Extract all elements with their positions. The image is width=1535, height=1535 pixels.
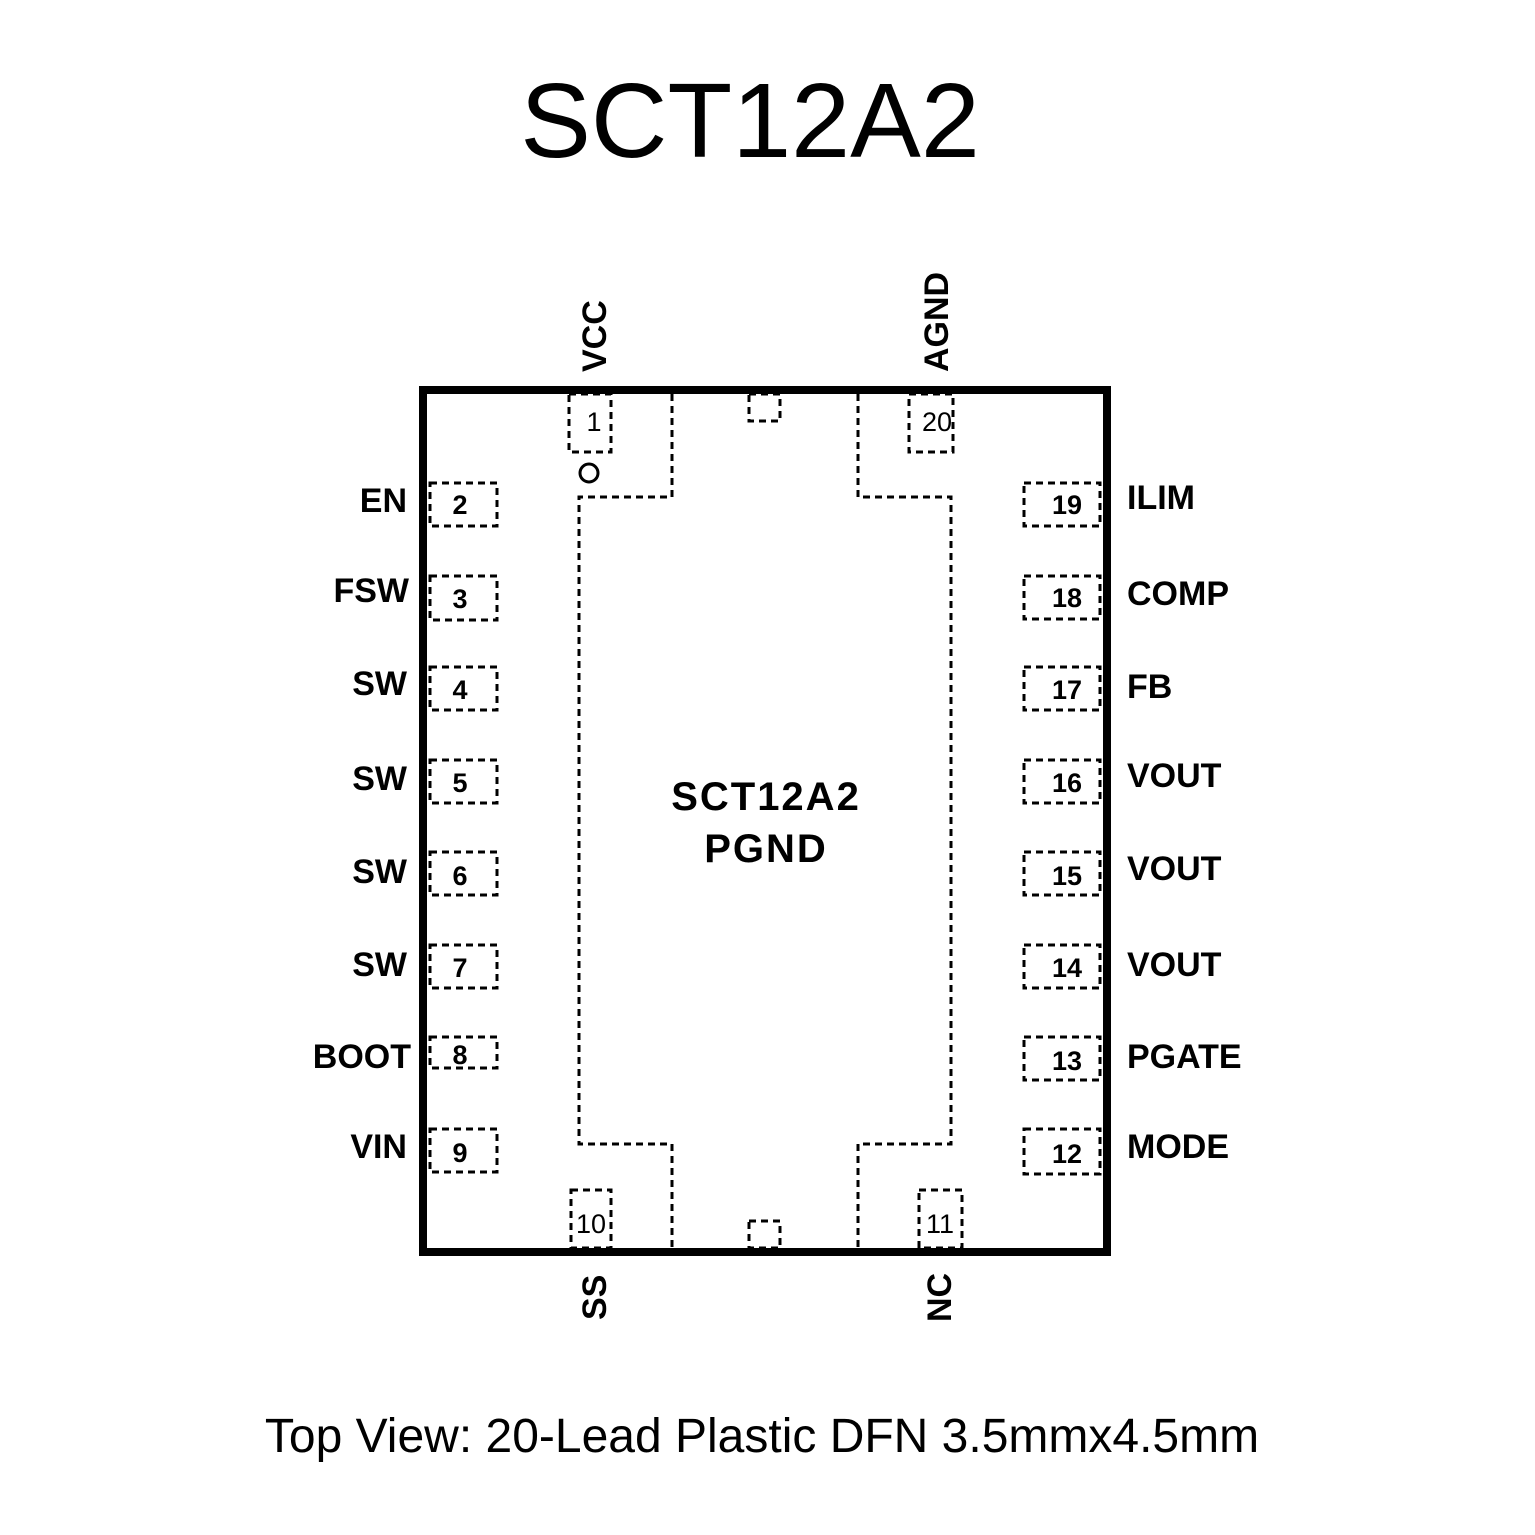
pad-20 [907, 392, 955, 454]
pad-4 [428, 665, 499, 712]
pin-number-13: 13 [1052, 1046, 1082, 1076]
pin-number-10: 10 [576, 1209, 606, 1239]
pin-number-15: 15 [1052, 861, 1082, 891]
pad-15 [1022, 850, 1102, 897]
pin-name-15: VOUT [1127, 850, 1222, 888]
pad-5 [428, 758, 499, 805]
pin-number-9: 9 [452, 1138, 467, 1168]
pin-name-11: NC [921, 1273, 959, 1322]
pin-number-18: 18 [1052, 583, 1082, 613]
pad-8 [428, 1035, 499, 1070]
pin-number-5: 5 [452, 768, 467, 798]
pad-19 [1022, 481, 1102, 528]
pin-name-7: SW [352, 946, 408, 984]
caption: Top View: 20-Lead Plastic DFN 3.5mmx4.5m… [265, 1410, 1259, 1463]
pin-name-12: MODE [1127, 1128, 1229, 1166]
pad-2 [428, 481, 499, 528]
pin-name-16: VOUT [1127, 757, 1222, 795]
pin-name-5: SW [352, 760, 408, 798]
pin-name-19: ILIM [1127, 479, 1195, 517]
pad-16 [1022, 758, 1102, 805]
pad-18 [1022, 574, 1102, 621]
pad-bottom-center [747, 1219, 782, 1250]
pad-9 [428, 1127, 499, 1174]
pin-name-18: COMP [1127, 575, 1229, 613]
pin-name-4: SW [352, 665, 408, 703]
chip-title: SCT12A2 [520, 62, 980, 180]
pad-12 [1022, 1127, 1102, 1176]
pin-name-10: SS [576, 1275, 614, 1320]
pad-14 [1022, 943, 1102, 990]
pad-13 [1022, 1035, 1102, 1082]
pin-name-2: EN [360, 482, 407, 520]
pin-name-9: VIN [350, 1128, 407, 1166]
pin-number-3: 3 [452, 584, 467, 614]
pad-11 [917, 1188, 964, 1250]
pin-name-14: VOUT [1127, 946, 1222, 984]
pad-3 [428, 574, 499, 622]
exposed-pad-label-2: PGND [704, 827, 828, 871]
pin-number-2: 2 [452, 490, 467, 520]
pin-number-6: 6 [452, 861, 467, 891]
exposed-pad-right-edge [856, 394, 953, 1248]
pin-number-8: 8 [452, 1040, 467, 1070]
pin-name-3: FSW [333, 572, 409, 610]
right-pins: 19 ILIM 18 COMP 17 FB 16 VOUT 15 VOUT 14… [1022, 479, 1242, 1176]
pin-number-7: 7 [452, 953, 467, 983]
exposed-pad-label-1: SCT12A2 [671, 775, 861, 819]
pin-number-4: 4 [452, 675, 467, 705]
pin-name-20: AGND [918, 272, 956, 372]
pin-number-19: 19 [1052, 490, 1082, 520]
pin-number-11: 11 [926, 1209, 954, 1239]
left-pins: 2 EN 3 FSW 4 SW 5 SW 6 SW 7 SW 8 BOOT 9 … [313, 481, 499, 1174]
pad-17 [1022, 665, 1102, 712]
pin-number-17: 17 [1052, 675, 1082, 705]
pad-7 [428, 943, 499, 990]
pad-top-center [747, 392, 782, 423]
pin-name-13: PGATE [1127, 1038, 1242, 1076]
pin-number-14: 14 [1052, 953, 1082, 983]
pin-number-20: 20 [922, 407, 952, 437]
pin-name-17: FB [1127, 668, 1172, 706]
pin-name-8: BOOT [313, 1038, 411, 1076]
pin-number-12: 12 [1052, 1139, 1082, 1169]
exposed-pad-left-edge [577, 394, 674, 1248]
pad-6 [428, 850, 499, 897]
pad-1 [567, 392, 613, 454]
pin-number-16: 16 [1052, 768, 1082, 798]
pin-number-1: 1 [586, 407, 601, 437]
pin1-marker-icon [578, 462, 600, 484]
package-outline [419, 386, 1111, 1256]
pin-name-1: VCC [576, 300, 614, 372]
pin-name-6: SW [352, 853, 408, 891]
